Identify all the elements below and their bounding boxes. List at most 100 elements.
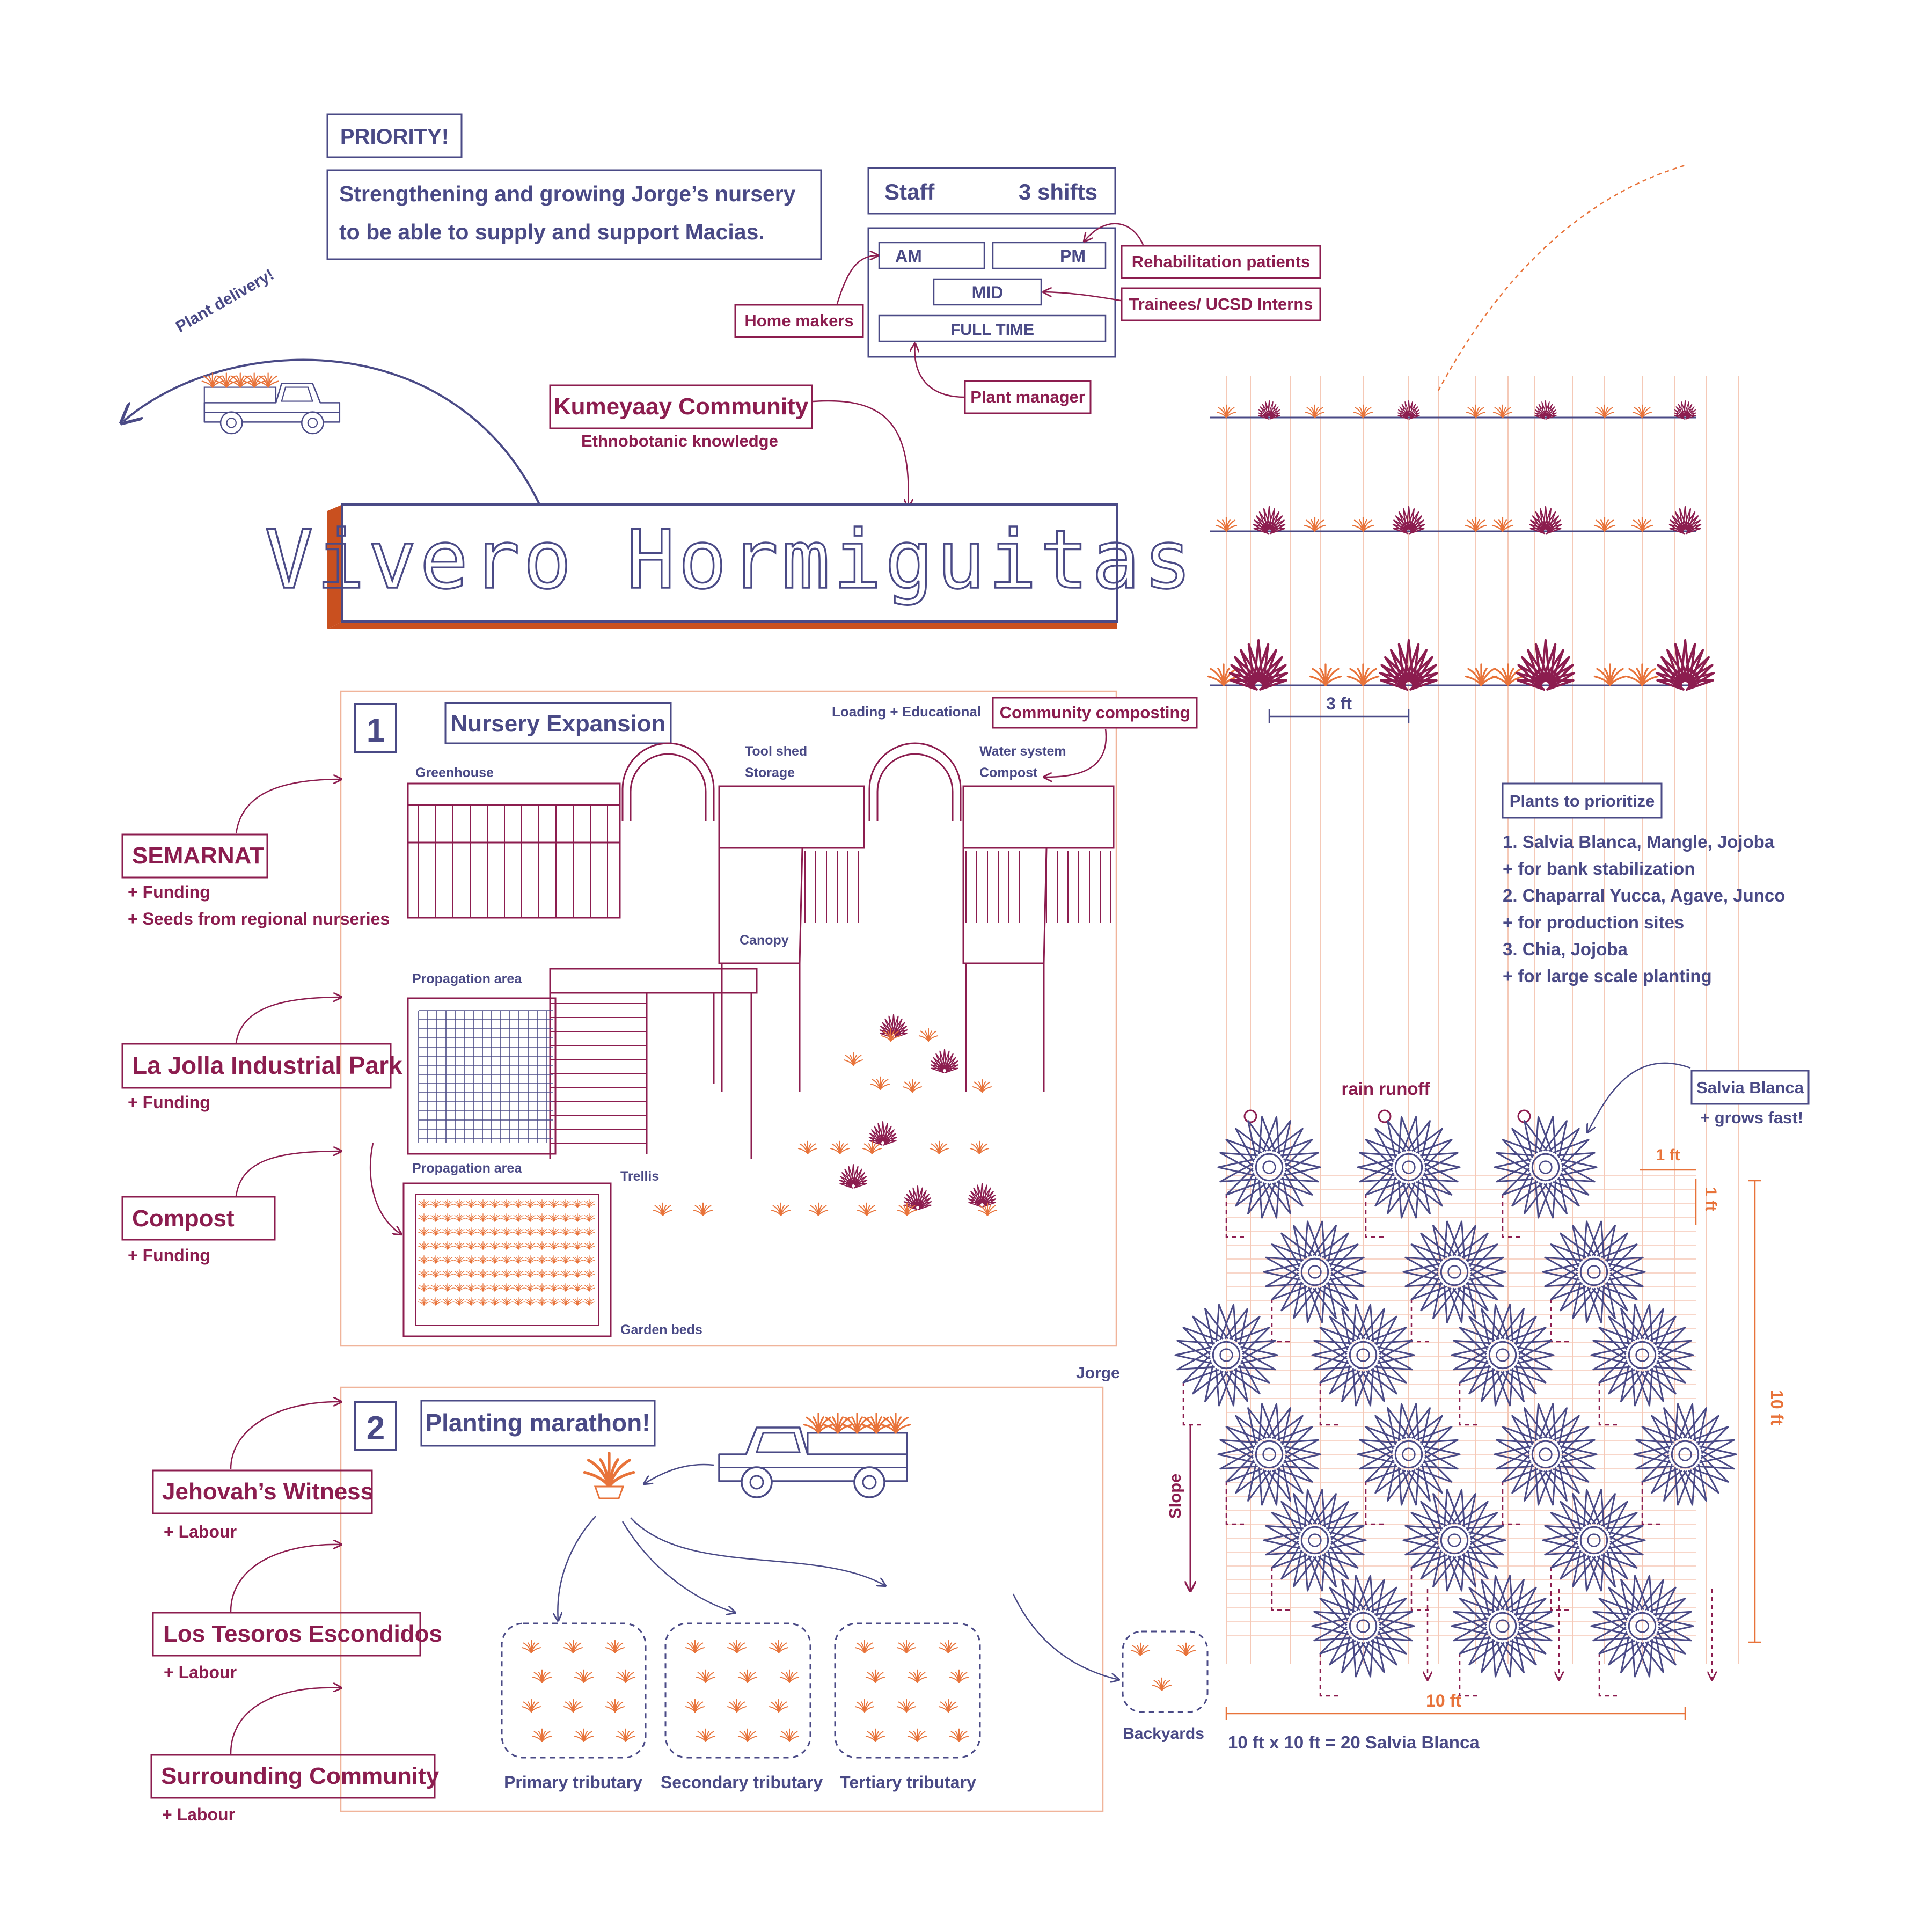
- priorities-title: Plants to prioritize: [1510, 792, 1655, 810]
- grass-tuft-icon: [512, 1241, 525, 1250]
- grass-tuft-icon: [500, 1283, 513, 1292]
- grass-blade: [565, 1204, 572, 1208]
- salvia-petal: [1361, 1579, 1385, 1617]
- delivery-truck-icon: [201, 372, 341, 435]
- salvia-petal: [1443, 1285, 1461, 1323]
- grass-blade: [553, 1246, 560, 1250]
- grass-tuft-icon: [949, 1728, 969, 1742]
- surrounding-box: [150, 1754, 436, 1799]
- salvia-petal: [1258, 1180, 1276, 1219]
- salvia-petal: [1605, 1535, 1644, 1556]
- grass-blade: [518, 1232, 525, 1236]
- salvia-petal: [1432, 1225, 1457, 1263]
- salvia-petal: [1318, 1277, 1349, 1312]
- grass-tuft-icon: [693, 1202, 713, 1216]
- garden-beds-label: Garden beds: [620, 1322, 702, 1337]
- salvia-petal: [1263, 1531, 1301, 1549]
- grass-tuft-icon: [1632, 404, 1652, 418]
- plant-manager-label: Plant manager: [970, 387, 1085, 406]
- tributary-plants: [521, 1640, 1196, 1742]
- salvia-petal: [1235, 1172, 1267, 1207]
- grass-tuft-icon: [547, 1297, 560, 1306]
- salvia-petal: [1219, 1152, 1258, 1172]
- grass-blade: [589, 1204, 596, 1208]
- grass-blade: [614, 1706, 625, 1713]
- salvia-petal: [1176, 1340, 1215, 1360]
- salvia-petal: [1539, 1180, 1557, 1219]
- salvia-petal: [1543, 1176, 1568, 1214]
- salvia-petal: [1308, 1220, 1326, 1259]
- salvia-petal: [1511, 1459, 1543, 1494]
- salvia-petal: [1501, 1579, 1525, 1617]
- salvia-petal: [1308, 1285, 1326, 1323]
- salvia-petal: [1557, 1162, 1596, 1183]
- salvia-petal: [1247, 1176, 1271, 1214]
- banner-shadow-left: [327, 504, 342, 629]
- grass-blade: [553, 1204, 560, 1208]
- mid-label: MID: [972, 283, 1004, 302]
- grass-blade: [780, 1210, 791, 1216]
- grass-tuft-icon: [512, 1227, 525, 1236]
- salvia-petal: [1402, 1116, 1420, 1154]
- grass-blade: [958, 1677, 969, 1683]
- salvia-petal: [1620, 1308, 1644, 1346]
- grass-tuft-icon: [896, 1640, 917, 1653]
- truck-hub-front: [749, 1475, 764, 1490]
- agave-icon: [1228, 639, 1289, 691]
- grass-blade: [243, 380, 255, 388]
- grass-tuft-icon: [797, 1140, 818, 1154]
- trellis-label: Trellis: [620, 1169, 659, 1184]
- salvia-petal: [1397, 1116, 1416, 1154]
- salvia-petal: [1280, 1545, 1312, 1580]
- salvia-petal: [1674, 1467, 1692, 1506]
- grass-tuft-icon: [441, 1241, 454, 1250]
- statement-line-2: to be able to supply and support Macias.: [339, 219, 765, 244]
- grass-tuft-icon: [1309, 663, 1342, 686]
- grass-tuft-icon: [429, 1241, 442, 1250]
- salvia-petal: [1633, 1445, 1671, 1463]
- salvia-petal: [1683, 1407, 1707, 1445]
- salvia-petal: [1459, 1598, 1496, 1626]
- tertiary-tributary-label: Tertiary tributary: [840, 1773, 976, 1792]
- salvia-petal: [1663, 1463, 1687, 1502]
- grass-tuft-icon: [771, 1202, 791, 1216]
- grass-blade: [577, 1301, 584, 1306]
- salvia-petal: [1280, 1277, 1312, 1312]
- grass-tuft-icon: [465, 1241, 478, 1250]
- salvia-petal: [1514, 1621, 1553, 1642]
- salvia-petal: [1374, 1350, 1413, 1371]
- salvia-petal: [1322, 1512, 1359, 1540]
- marathon-truck-icon: [718, 1413, 911, 1498]
- salvia-petal: [1452, 1281, 1476, 1319]
- grass-blade: [506, 1246, 513, 1250]
- salvia-blanca-icon: [1590, 1575, 1694, 1678]
- salvia-petal: [1510, 1355, 1547, 1384]
- grass-blade: [577, 1246, 584, 1250]
- propagation-area-label-1: Propagation area: [412, 971, 522, 986]
- agave-leaf: [851, 1164, 856, 1187]
- salvia-petal: [1553, 1139, 1590, 1167]
- salvia-petal: [1361, 1308, 1385, 1346]
- salvia-center: [1349, 1612, 1378, 1641]
- grass-blade: [577, 1218, 584, 1222]
- grass-blade: [577, 1260, 584, 1264]
- canopy-sheet: [962, 847, 1048, 964]
- grass-tuft-icon: [880, 1413, 911, 1434]
- agave-leaf: [1545, 412, 1557, 420]
- grass-blade: [459, 1204, 466, 1208]
- grass-blade: [1641, 524, 1653, 532]
- grass-blade: [583, 1677, 594, 1683]
- grass-tuft-icon: [1352, 516, 1374, 532]
- salvia-petal: [1387, 1407, 1411, 1445]
- salvia-petal: [1505, 1586, 1537, 1621]
- community-composting-arrow: [1044, 728, 1107, 777]
- salvia-petal: [1481, 1579, 1505, 1617]
- grass-tuft-icon: [857, 1202, 877, 1216]
- salvia-petal: [1560, 1501, 1591, 1535]
- salvia-center: [1671, 1440, 1700, 1469]
- grass-blade: [482, 1204, 489, 1208]
- grass-blade: [837, 1424, 853, 1434]
- salvia-core: [1356, 1348, 1370, 1362]
- kumeyaay-label: Kumeyaay Community: [554, 393, 809, 420]
- salvia-core: [1308, 1533, 1322, 1547]
